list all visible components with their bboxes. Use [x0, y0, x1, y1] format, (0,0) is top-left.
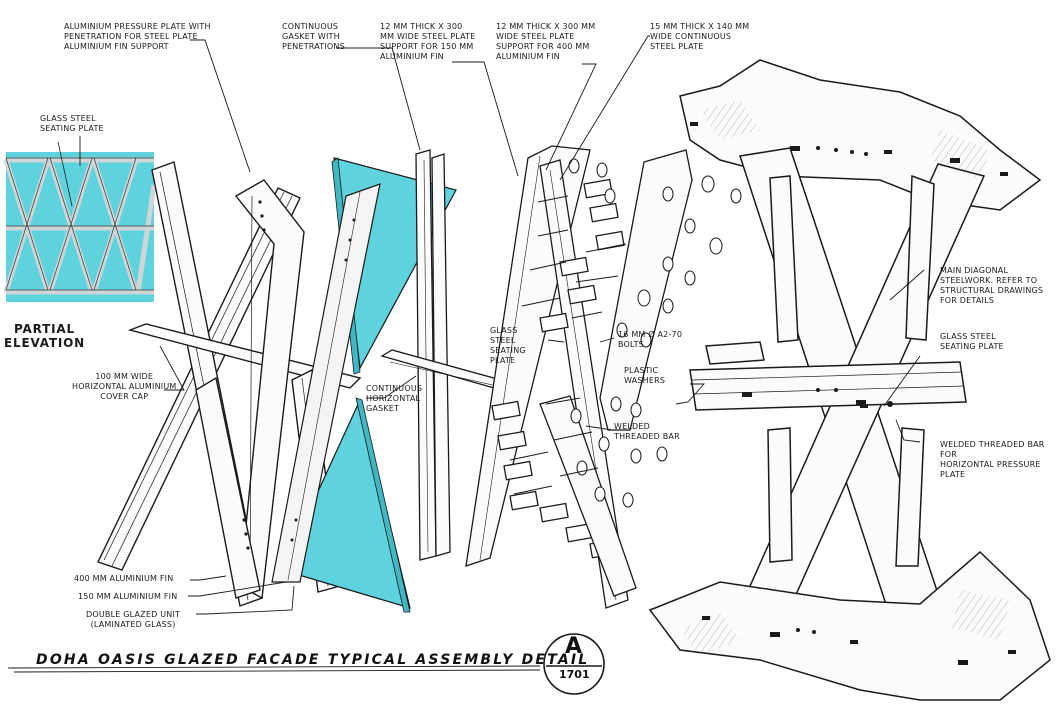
label-glass-steel-seating-right: GLASS STEEL SEATING PLATE — [940, 332, 1004, 351]
label-pressure-plate: ALUMINIUM PRESSURE PLATE WITH PENETRATIO… — [64, 22, 211, 51]
label-glass-steel-seating-top: GLASS STEEL SEATING PLATE — [40, 114, 104, 133]
double-glazed-unit — [271, 157, 457, 613]
detail-tag-letter: A — [565, 634, 583, 659]
label-continuous-gasket: CONTINUOUS GASKET WITH PENETRATIONS — [282, 22, 345, 51]
label-continuous-horizontal-gasket: CONTINUOUS HORIZONTAL GASKET — [366, 384, 423, 413]
label-welded-bar-horizontal: WELDED THREADED BAR FOR HORIZONTAL PRESS… — [940, 440, 1045, 479]
label-dgu: DOUBLE GLAZED UNIT (LAMINATED GLASS) — [86, 610, 181, 629]
partial-elevation-sketch — [3, 141, 157, 302]
steel-support-assembly — [465, 145, 693, 609]
detail-tag — [543, 633, 605, 695]
label-bolts: 16 MM Ø A2-70 BOLTS — [618, 330, 683, 349]
bolts-and-washers — [509, 158, 742, 508]
steel-hatching — [680, 100, 1010, 656]
label-fin-150: 150 MM ALUMINIUM FIN — [78, 592, 178, 601]
label-plastic-washers: PLASTIC WASHERS — [624, 366, 666, 385]
label-welded-threaded-bar: WELDED THREADED BAR — [614, 422, 680, 441]
label-plate-400: 12 MM THICK X 300 MM WIDE STEEL PLATE SU… — [496, 22, 596, 61]
label-cover-cap: 100 MM WIDE HORIZONTAL ALUMINIUM COVER C… — [72, 372, 177, 401]
drawing-title: DOHA OASIS GLAZED FACADE TYPICAL ASSEMBL… — [36, 652, 590, 668]
label-plate-150: 12 MM THICK X 300 MM WIDE STEEL PLATE SU… — [380, 22, 476, 61]
label-glass-steel-seating-mid: GLASS STEEL SEATING PLATE — [490, 326, 526, 365]
label-fin-400: 400 MM ALUMINIUM FIN — [74, 574, 174, 583]
label-continuous-steel-plate: 15 MM THICK X 140 MM WIDE CONTINUOUS STE… — [650, 22, 750, 51]
label-main-diagonal: MAIN DIAGONAL STEELWORK. REFER TO STRUCT… — [940, 266, 1044, 305]
steel-slots — [690, 122, 1016, 665]
partial-elevation-title: PARTIAL ELEVATION — [4, 322, 85, 350]
detail-tag-number: 1701 — [559, 668, 590, 681]
leader-lines — [7, 35, 925, 673]
